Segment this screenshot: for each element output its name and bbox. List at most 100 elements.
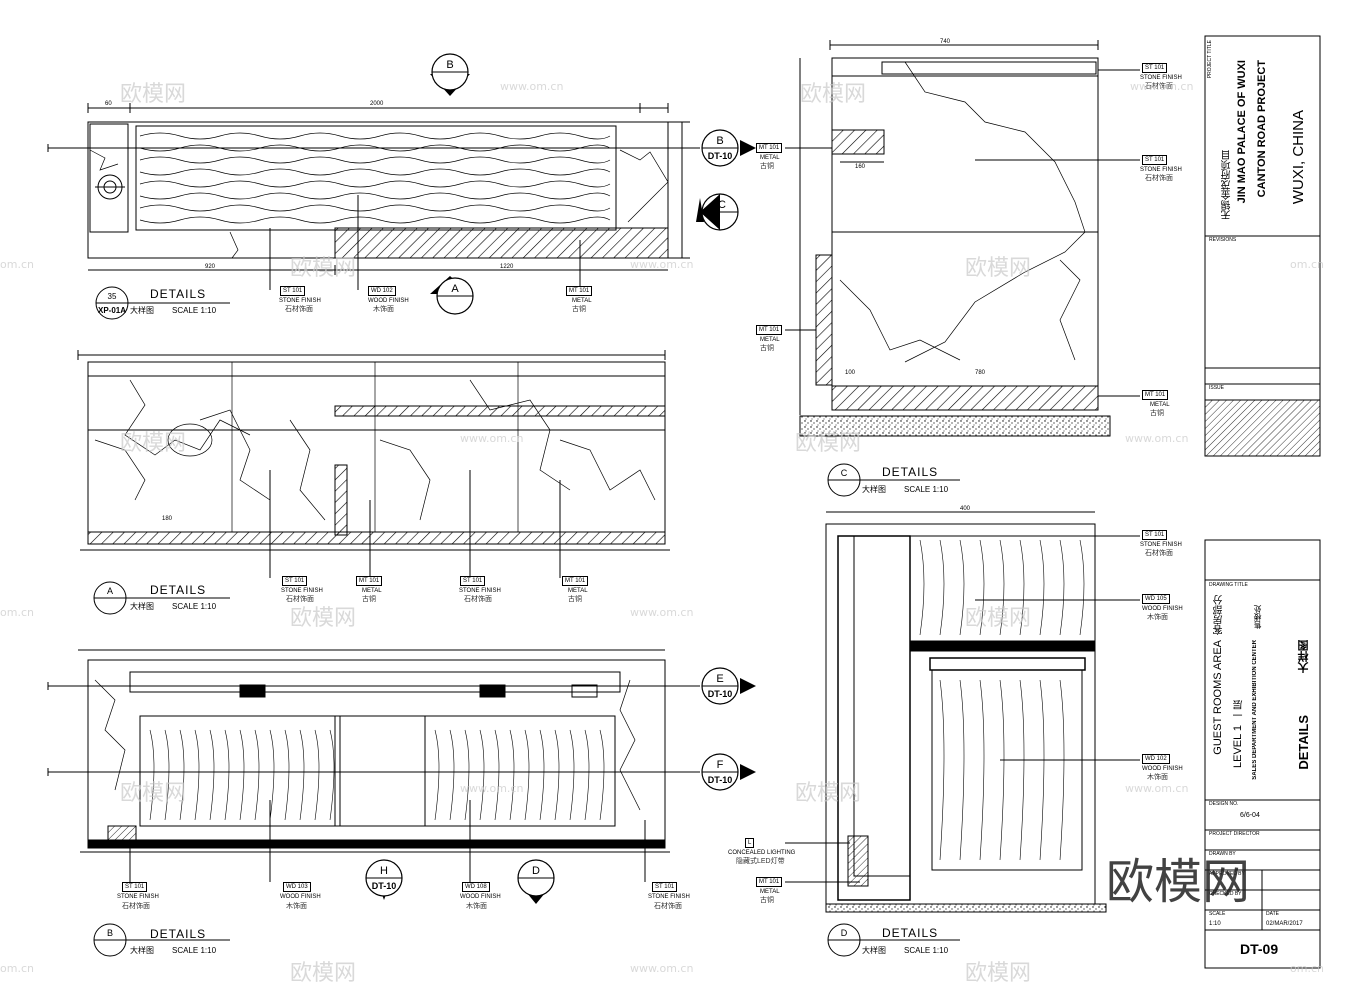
- note-stone-b2: STONE FINISH: [648, 894, 690, 900]
- note-wood-b2: WOOD FINISH: [460, 894, 501, 900]
- note-metal-zh-c2: 古铜: [760, 345, 774, 352]
- tb-design-no: 6/6-04: [1240, 812, 1260, 819]
- dim-180: 180: [162, 516, 173, 522]
- note-wood-zh-d2: 木饰面: [1147, 774, 1168, 781]
- watermark: 欧模网: [290, 961, 357, 986]
- note-metal-zh-c1: 古铜: [760, 163, 774, 170]
- tag-mt101: MT 101: [566, 286, 593, 296]
- note-wood-zh-d1: 木饰面: [1147, 614, 1168, 621]
- tb-project-city: WUXI, CHINA: [1290, 110, 1307, 205]
- svg-text:SCALE 1:10: SCALE 1:10: [172, 306, 217, 315]
- svg-text:SCALE 1:10: SCALE 1:10: [172, 946, 217, 955]
- tag-st101-b2: ST 101: [652, 882, 678, 892]
- note-stone-zh-b2: 石材饰面: [654, 903, 682, 910]
- tb-issue: ISSUE: [1209, 385, 1225, 391]
- tag-st101-a1: ST 101: [282, 576, 308, 586]
- note-stone-zh: 石材饰面: [285, 306, 313, 313]
- tag-wd108: WD 108: [462, 882, 490, 892]
- note-stone-zh-c1: 石材饰面: [1145, 83, 1173, 90]
- tb-project-zh: 无锡金茂府项目: [1222, 150, 1233, 220]
- note-wood: WOOD FINISH: [368, 298, 409, 304]
- tb-project-line2: CANTON ROAD PROJECT: [1256, 60, 1268, 198]
- svg-text:B: B: [107, 928, 113, 938]
- svg-text:H: H: [380, 865, 388, 877]
- note-stone-a1: STONE FINISH: [281, 588, 323, 594]
- watermark: 欧模网: [120, 82, 187, 107]
- title-block: [1204, 35, 1321, 969]
- note-stone-c1: STONE FINISH: [1140, 75, 1182, 81]
- note-metal-c3: METAL: [1150, 402, 1170, 408]
- svg-text:35: 35: [108, 292, 117, 301]
- note-lighting-zh: 隐藏式LED灯带: [736, 858, 785, 865]
- section-marker-e: E DT-10: [701, 667, 756, 705]
- note-metal-a1: METAL: [362, 588, 382, 594]
- note-metal-zh-a1: 古铜: [362, 596, 376, 603]
- note-metal-d: METAL: [760, 889, 780, 895]
- note-stone-zh-d1: 石材饰面: [1145, 550, 1173, 557]
- svg-text:DETAILS: DETAILS: [150, 583, 206, 597]
- watermark: 欧模网: [290, 606, 357, 631]
- svg-text:DETAILS: DETAILS: [150, 287, 206, 301]
- note-wood-zh-b1: 木饰面: [286, 903, 307, 910]
- tb-details: DETAILS: [1296, 715, 1311, 770]
- note-stone-zh-b1: 石材饰面: [122, 903, 150, 910]
- watermark: www.om.cn: [630, 606, 694, 619]
- tag-st101-c1: ST 101: [1142, 63, 1168, 73]
- tb-scale: SCALE: [1209, 911, 1226, 917]
- svg-text:大样图: 大样图: [862, 484, 886, 494]
- svg-text:E: E: [716, 673, 723, 685]
- note-metal-zh-d: 古铜: [760, 897, 774, 904]
- tag-st101-d1: ST 101: [1142, 530, 1168, 540]
- watermark: 欧模网: [795, 781, 862, 806]
- tb-date: DATE: [1266, 911, 1279, 917]
- tag-mt101-a1: MT 101: [356, 576, 383, 586]
- watermark: 欧模网: [965, 606, 1032, 631]
- section-marker-d: D: [517, 859, 555, 904]
- tag-mt101-c1: MT 101: [756, 143, 783, 153]
- tag-wd105: WD 105: [1142, 594, 1170, 604]
- watermark: 欧模网: [795, 431, 862, 456]
- note-wood-b1: WOOD FINISH: [280, 894, 321, 900]
- tb-approved: APPROVED BY: [1209, 871, 1245, 877]
- watermark: om.cn: [0, 258, 34, 271]
- section-marker-f: F DT-10: [701, 753, 756, 791]
- note-metal-c1: METAL: [760, 155, 780, 161]
- note-wood-d1: WOOD FINISH: [1142, 606, 1183, 612]
- note-wood-zh-b2: 木饰面: [466, 903, 487, 910]
- svg-text:XP-01A: XP-01A: [98, 306, 126, 315]
- note-stone-zh-c2: 石材饰面: [1145, 175, 1173, 182]
- note-wood-zh: 木饰面: [373, 306, 394, 313]
- tag-mt101-a2: MT 101: [562, 576, 589, 586]
- detail-section-c: [785, 40, 1140, 437]
- note-metal-zh: 古铜: [572, 306, 586, 313]
- watermark: www.om.cn: [500, 80, 564, 93]
- watermark-large: 欧模网: [1106, 854, 1251, 910]
- watermark: om.cn: [0, 606, 34, 619]
- tb-drawing-title-label: DRAWING TITLE: [1209, 582, 1248, 588]
- note-metal-a2: METAL: [568, 588, 588, 594]
- dim-60: 60: [105, 101, 112, 107]
- watermark: 欧模网: [800, 82, 867, 107]
- tb-details-zh: 大样图: [1297, 640, 1310, 673]
- svg-text:DT-10: DT-10: [708, 151, 733, 161]
- watermark: www.om.cn: [630, 258, 694, 271]
- note-wood-d2: WOOD FINISH: [1142, 766, 1183, 772]
- dim-780: 780: [975, 370, 986, 376]
- note-stone-c2: STONE FINISH: [1140, 167, 1182, 173]
- tb-level-zh: 一层: [1234, 700, 1245, 720]
- note-stone-a2: STONE FINISH: [459, 588, 501, 594]
- detail-section-d: [785, 511, 1140, 913]
- watermark: om.cn: [1290, 258, 1324, 271]
- watermark: www.om.cn: [1125, 432, 1189, 445]
- detail-title-a: A DETAILS 大样图 SCALE 1:10: [93, 581, 230, 615]
- dim-160: 160: [855, 164, 866, 170]
- tb-design-no-label: DESIGN NO.: [1209, 801, 1239, 807]
- dim-920: 920: [205, 264, 216, 270]
- note-stone-zh-a1: 石材饰面: [286, 596, 314, 603]
- svg-text:DETAILS: DETAILS: [882, 465, 938, 479]
- watermark: www.om.cn: [460, 432, 524, 445]
- note-stone-d1: STONE FINISH: [1140, 542, 1182, 548]
- tb-project-title-label: PROJECT TITLE: [1207, 40, 1213, 79]
- detail-title-d: D DETAILS 大样图 SCALE 1:10: [827, 923, 960, 957]
